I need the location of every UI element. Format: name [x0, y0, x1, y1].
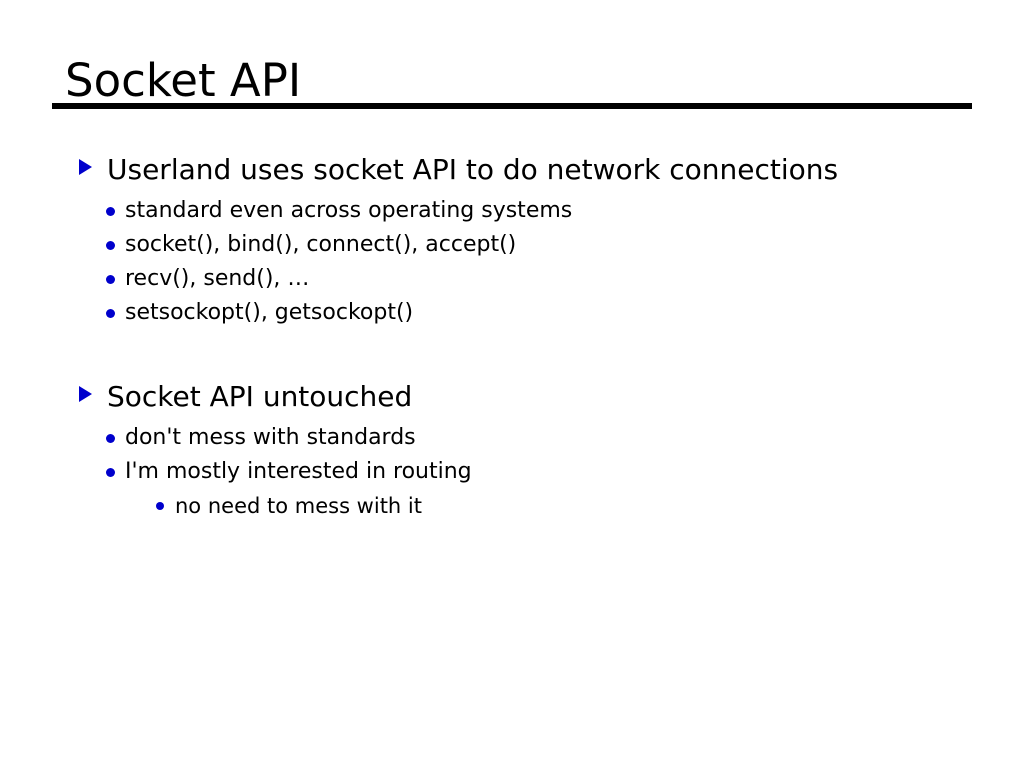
bullet-text: I'm mostly interested in routing [125, 459, 472, 484]
bullet-text: no need to mess with it [175, 494, 422, 518]
bullet-text: Userland uses socket API to do network c… [107, 153, 839, 186]
dot-bullet-icon [106, 309, 115, 318]
title-underline-rule [52, 103, 972, 109]
bullet-level1-item: Userland uses socket API to do network c… [0, 145, 1024, 194]
dot-bullet-icon [106, 468, 115, 477]
bullet-text: setsockopt(), getsockopt() [125, 300, 414, 325]
bullet-level2-item: recv(), send(), … [0, 262, 1024, 296]
bullet-level3-item: no need to mess with it [0, 489, 1024, 523]
bullet-text: don't mess with standards [125, 425, 416, 450]
dot-bullet-icon [106, 207, 115, 216]
triangle-bullet-icon [79, 159, 92, 175]
slide-body: Userland uses socket API to do network c… [0, 145, 1024, 523]
bullet-text: standard even across operating systems [125, 198, 573, 223]
bullet-level2-item: standard even across operating systems [0, 194, 1024, 228]
dot-bullet-icon [106, 275, 115, 284]
bullet-text: socket(), bind(), connect(), accept() [125, 232, 517, 257]
bullet-group-2: Socket API untouched don't mess with sta… [0, 372, 1024, 523]
dot-bullet-icon [106, 434, 115, 443]
bullet-level1-item: Socket API untouched [0, 372, 1024, 421]
bullet-text: Socket API untouched [107, 380, 413, 413]
dot-bullet-icon [106, 241, 115, 250]
bullet-level2-item: setsockopt(), getsockopt() [0, 296, 1024, 330]
slide-title: Socket API [65, 54, 302, 107]
bullet-level2-item: don't mess with standards [0, 421, 1024, 455]
section-spacer [0, 330, 1024, 372]
bullet-level2-item: I'm mostly interested in routing [0, 455, 1024, 489]
triangle-bullet-icon [79, 386, 92, 402]
bullet-level2-item: socket(), bind(), connect(), accept() [0, 228, 1024, 262]
bullet-text: recv(), send(), … [125, 266, 310, 291]
dot-bullet-icon [156, 502, 164, 510]
bullet-group-1: Userland uses socket API to do network c… [0, 145, 1024, 330]
